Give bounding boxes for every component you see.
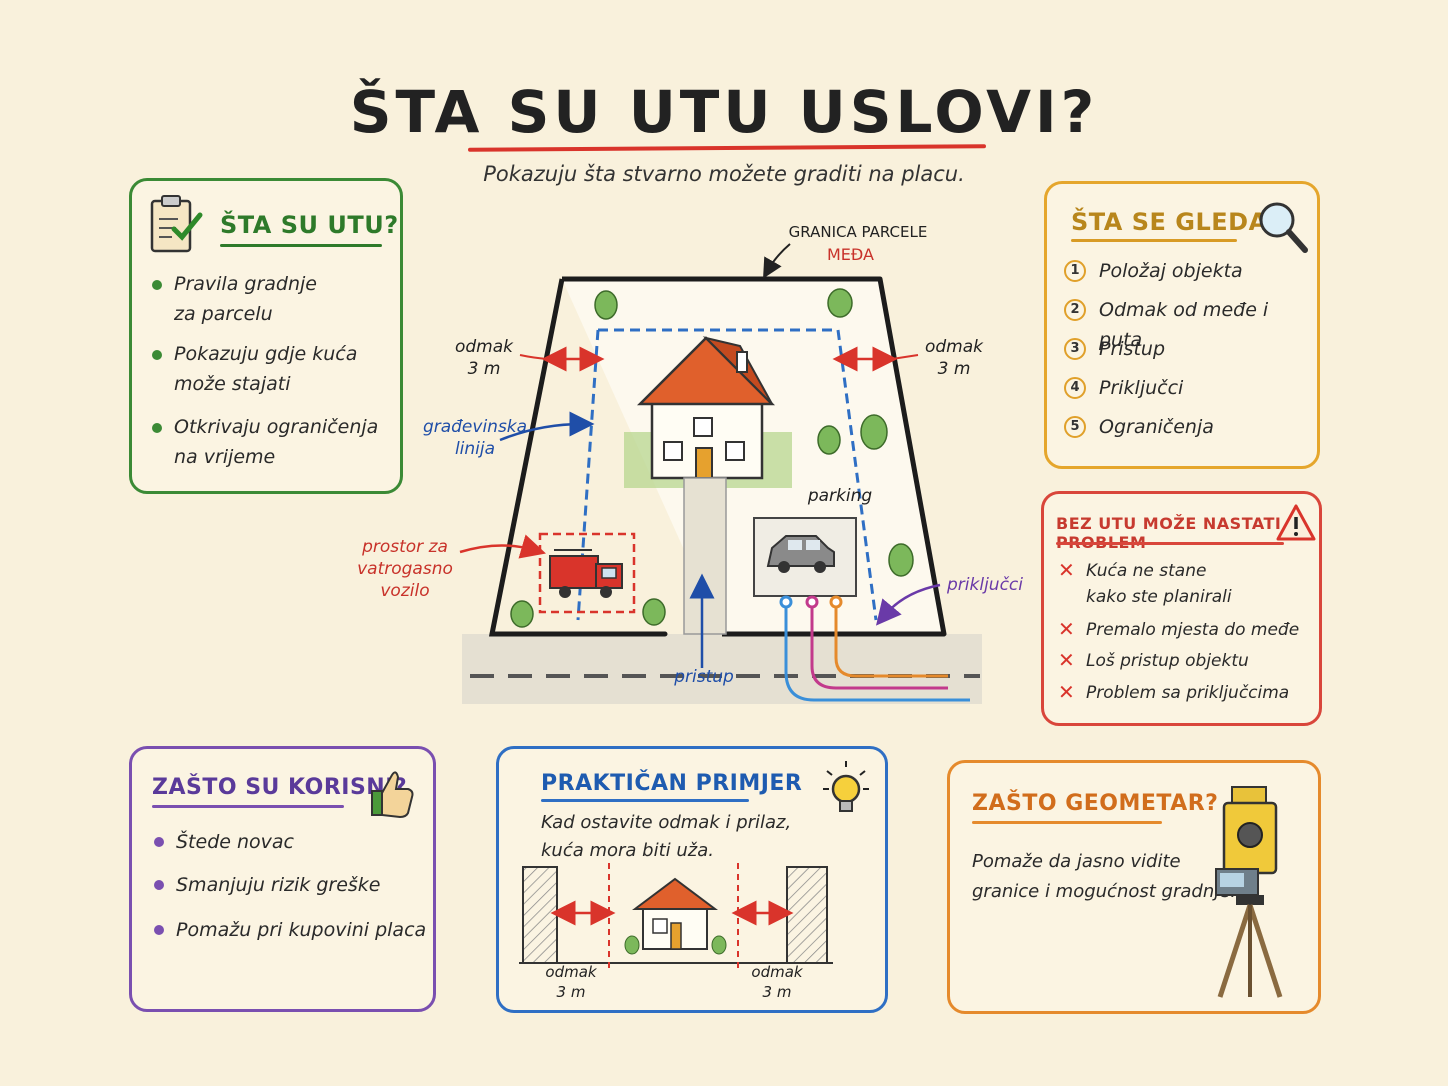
fire-truck-icon [549,549,623,598]
list-item: Premalo mjesta do međe [1086,620,1300,640]
warning-icon [1276,504,1316,541]
list-item: Pomažu pri kupovini placa [176,919,427,941]
access-label: pristup [674,667,734,687]
list-item: Odmak od međe i puta [1099,299,1269,351]
card-example-heading: PRAKTIČAN PRIMJER [541,771,803,796]
utility-lines [784,602,970,702]
list-item: Kuća ne stane kako ste planirali [1086,561,1232,607]
card-why-surveyor: ZAŠTO GEOMETAR? Pomaže da jasno vidite g… [947,760,1321,1014]
card-practical-example: PRAKTIČAN PRIMJER Kad ostavite odmak i p… [496,746,888,1013]
list-item: Ograničenja [1099,416,1214,438]
parking-label: parking [807,486,873,506]
total-station-icon [1215,786,1283,998]
card-why-useful: ZAŠTO SU KORISNI? Štede novac Smanjuju r… [129,746,436,1012]
bullet [152,350,162,360]
boundary-label: GRANICA PARCELE [788,223,928,241]
list-item: Problem sa priključcima [1086,683,1290,703]
bullet [154,925,164,935]
fire-space-area [538,532,636,614]
list-item: Pravila gradnje za parcelu [174,273,317,325]
list-item: Štede novac [176,831,294,853]
car-icon [766,535,835,573]
bullet [152,423,162,433]
list-item: Smanjuju rizik greške [176,874,381,896]
card-what-heading: ŠTA SU UTU? [220,211,399,239]
x-icon: ✕ [1058,558,1075,582]
setback-example-diagram [519,863,833,973]
road [462,634,982,704]
x-icon: ✕ [1058,617,1075,641]
utilities-label: priključci [947,575,1023,595]
x-icon: ✕ [1058,648,1075,672]
card-look-heading: ŠTA SE GLEDA? [1071,208,1283,236]
thumbs-up-icon [371,771,414,819]
clipboard-check-icon [150,195,203,253]
boundary-sub-label: MEĐA [827,245,874,264]
lightbulb-icon [823,761,869,812]
card-problem: BEZ UTU MOŽE NASTATI PROBLEM ✕ Kuća ne s… [1041,491,1322,726]
access-path [683,477,727,635]
list-item: Otkrivaju ograničenja na vrijeme [174,416,379,468]
page-subtitle: Pokazuju šta stvarno možete graditi na p… [483,162,965,186]
bullet [154,837,164,847]
card-what-is-utu: ŠTA SU UTU? Pravila gradnje za parcelu P… [129,178,403,494]
geo-text-line: granice i mogućnost gradnje. [972,881,1237,902]
card-geo-heading: ZAŠTO GEOMETAR? [972,791,1219,816]
geo-text-line: Pomaže da jasno vidite [972,851,1181,872]
house-icon [636,336,776,480]
example-text-line: kuća mora biti uža. [541,840,714,861]
card-why-heading: ZAŠTO SU KORISNI? [152,775,408,800]
bullet [154,880,164,890]
magnifier-icon [1259,202,1308,253]
list-item: Pristup [1099,338,1165,360]
page-title: ŠTA SU UTU USLOVI? [349,78,1099,146]
list-item: Priključci [1099,377,1184,399]
tree-icons [510,288,914,628]
x-icon: ✕ [1058,680,1075,704]
bullet [152,280,162,290]
list-item: Loš pristup objektu [1086,651,1249,671]
card-what-is-checked: ŠTA SE GLEDA? 1 Položaj objekta 2 Odmak … [1044,181,1320,469]
list-item: Položaj objekta [1099,260,1243,282]
example-text-line: Kad ostavite odmak i prilaz, [541,812,792,833]
list-item: Pokazuju gdje kuća može stajati [174,343,358,395]
